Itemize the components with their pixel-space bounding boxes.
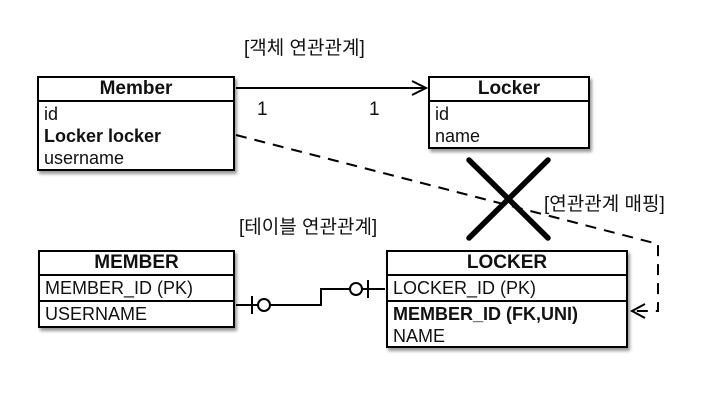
- object-association-arrow: [236, 80, 429, 96]
- field-username: username: [44, 148, 125, 168]
- column-username: USERNAME: [45, 304, 148, 324]
- member-class-title: Member: [39, 78, 233, 102]
- locker-class-box: Locker id name: [428, 76, 590, 149]
- multiplicity-locker-side: 1: [369, 99, 380, 120]
- field-locker-locker: Locker locker: [44, 126, 162, 146]
- locker-class-fields: id name: [430, 102, 588, 147]
- field-id: id: [44, 104, 59, 124]
- column-locker-id-pk: LOCKER_ID (PK): [388, 276, 626, 302]
- member-class-box: Member id Locker locker username: [37, 76, 235, 171]
- locker-table-lower-compartment: MEMBER_ID (FK,UNI) NAME: [388, 302, 626, 347]
- object-association-label: [객체 연관관계]: [244, 38, 365, 59]
- mapping-label: [연관관계 매핑]: [544, 194, 665, 215]
- field-id: id: [435, 104, 450, 124]
- locker-table-box: LOCKER LOCKER_ID (PK) MEMBER_ID (FK,UNI)…: [386, 250, 628, 348]
- cross-out-x-mark: [466, 157, 551, 241]
- column-member-id-fk: MEMBER_ID (FK,UNI): [393, 304, 578, 324]
- column-member-id-pk: MEMBER_ID (PK): [40, 276, 233, 302]
- locker-class-title: Locker: [430, 78, 588, 102]
- column-name: NAME: [393, 326, 446, 346]
- locker-table-title: LOCKER: [388, 252, 626, 276]
- table-association-label: [테이블 연관관계]: [239, 217, 378, 238]
- table-relationship-line: [236, 280, 385, 314]
- member-table-title: MEMBER: [40, 252, 233, 276]
- field-name: name: [435, 126, 481, 146]
- multiplicity-member-side: 1: [257, 99, 268, 120]
- member-table-box: MEMBER MEMBER_ID (PK) USERNAME: [38, 250, 235, 328]
- member-class-fields: id Locker locker username: [39, 102, 233, 169]
